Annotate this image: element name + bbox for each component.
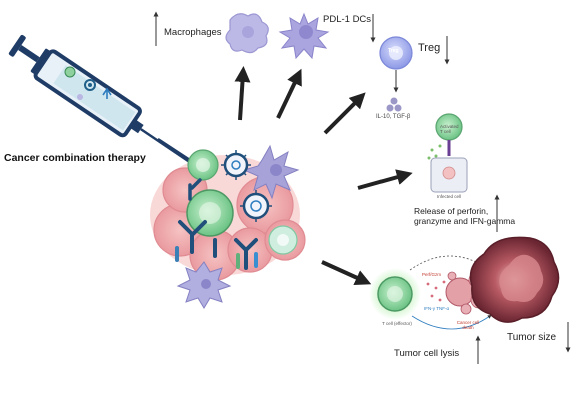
t-cell-icon [186, 189, 234, 237]
arrow-to-activated-t-cell [357, 169, 413, 190]
arrow-to-macrophages [234, 66, 251, 121]
activated-t-cell-label: Activated T cell [440, 124, 459, 134]
macrophages-label: Macrophages [164, 27, 222, 38]
release-label: Release of perforin, granzyme and IFN-ga… [414, 206, 516, 226]
virus-icon [240, 190, 272, 222]
granule-icon [427, 144, 442, 160]
t-cell-icon [187, 149, 219, 181]
infected-cell-icon [430, 157, 468, 193]
ifn-label: IFN-γ TNF-α [424, 306, 450, 311]
treg-cell-icon [379, 36, 413, 70]
therapy-label: Cancer combination therapy [4, 152, 146, 164]
antibody-icon [175, 178, 258, 270]
treg-cell-label: Treg [388, 48, 399, 54]
cytokines-label: IL-10, TGF-β [376, 114, 411, 120]
macrophage-top-icon [225, 13, 269, 54]
arrow-to-treg [323, 92, 366, 135]
arrow-ifn-path [411, 314, 492, 330]
arrow-to-effector-t-cell [321, 260, 372, 285]
t-cell-icon [268, 225, 298, 255]
pdl1-dcs-label: PDL-1 DCs [323, 14, 372, 25]
infected-cell-label: Infected cell [437, 194, 462, 199]
syringe-icon [8, 34, 203, 172]
tumor-cell-lysis-label: Tumor cell lysis [394, 348, 460, 359]
effector-t-cell-icon [369, 268, 421, 320]
perforin-granzyme-label: Perf/Gzm [422, 272, 442, 277]
perforin-dots-icon [426, 280, 446, 302]
cytokine-icon [386, 97, 402, 112]
syringe-needle [157, 137, 191, 162]
tumor-size-label: Tumor size [507, 332, 557, 343]
macrophage-icon [242, 144, 300, 200]
virus-icon [221, 150, 251, 180]
syringe-contents-icon [64, 66, 112, 100]
cancer-cell-death-label: Cancer cell death [456, 320, 480, 330]
dendritic-cell-icon [278, 12, 330, 60]
macrophage-icon [176, 261, 232, 309]
treg-label: Treg [418, 42, 441, 54]
arrow-to-pdl1-dcs [276, 68, 302, 119]
effector-t-cell-label: T cell (effector) [382, 321, 412, 326]
tumor-mass-icon [469, 236, 560, 323]
